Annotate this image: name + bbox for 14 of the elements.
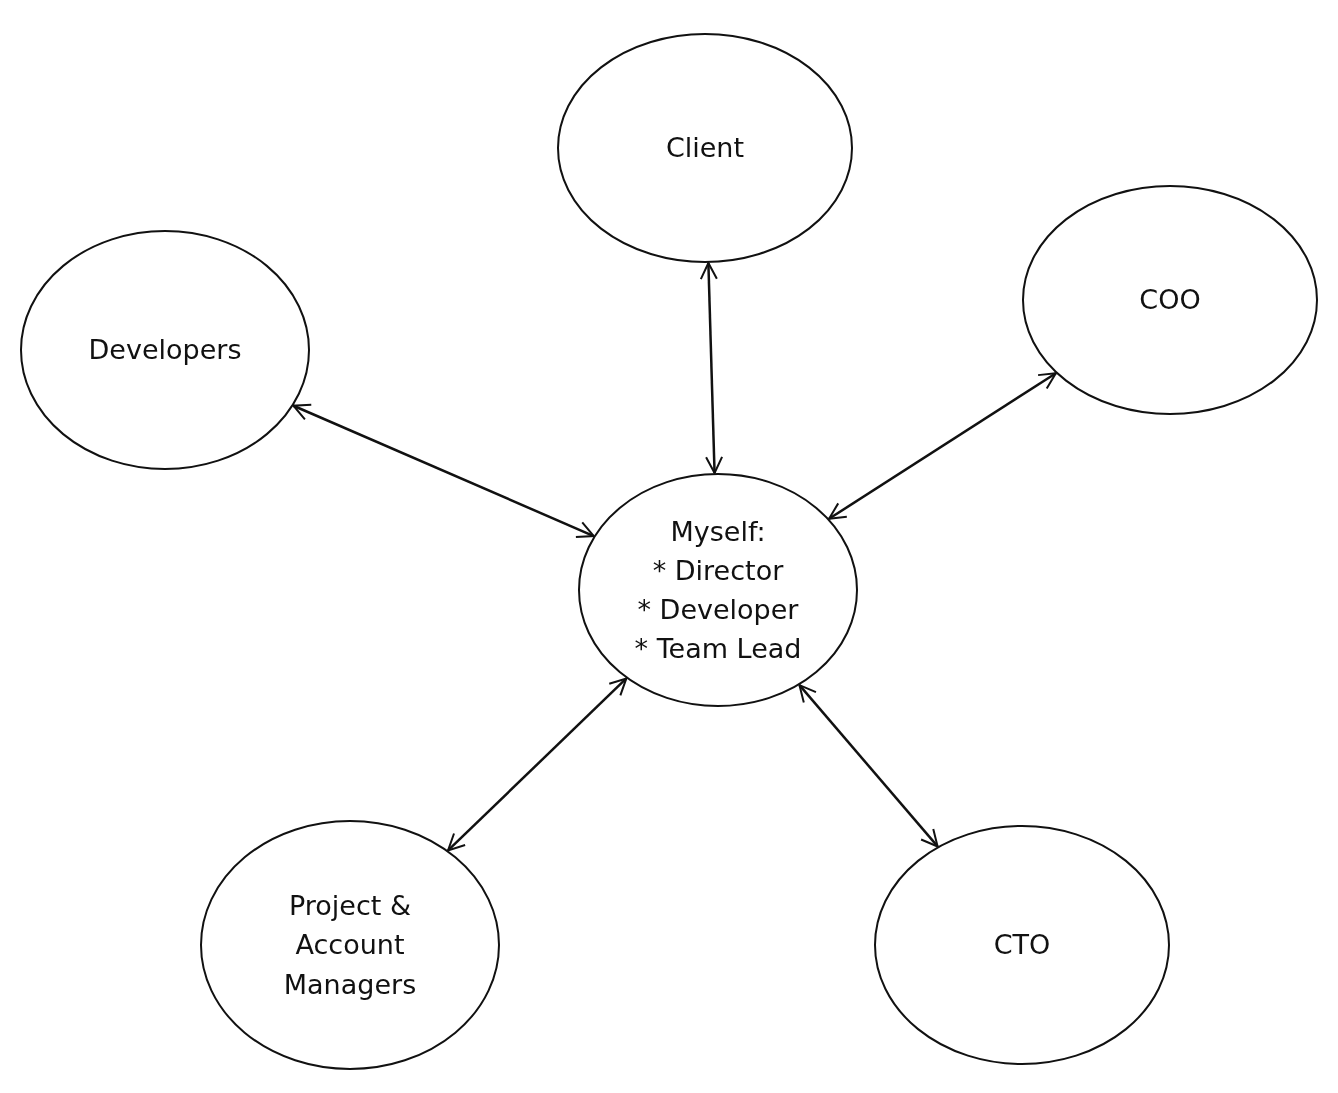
double-arrow [292,403,595,539]
double-arrow [798,684,939,848]
node-label: Client [665,131,745,166]
node-label: Myself: [670,514,766,549]
double-arrow [447,677,628,852]
node-label: Project & Account Managers [282,889,418,1002]
node-label: * Team Lead [634,632,802,667]
double-arrow [699,261,724,475]
node-label: CTO [993,928,1051,963]
double-arrow [828,372,1057,520]
node-label: * Director [652,553,784,588]
node-label: * Developer [637,593,799,627]
node-label: Developers [88,333,242,368]
node-label: COO [1139,283,1201,318]
